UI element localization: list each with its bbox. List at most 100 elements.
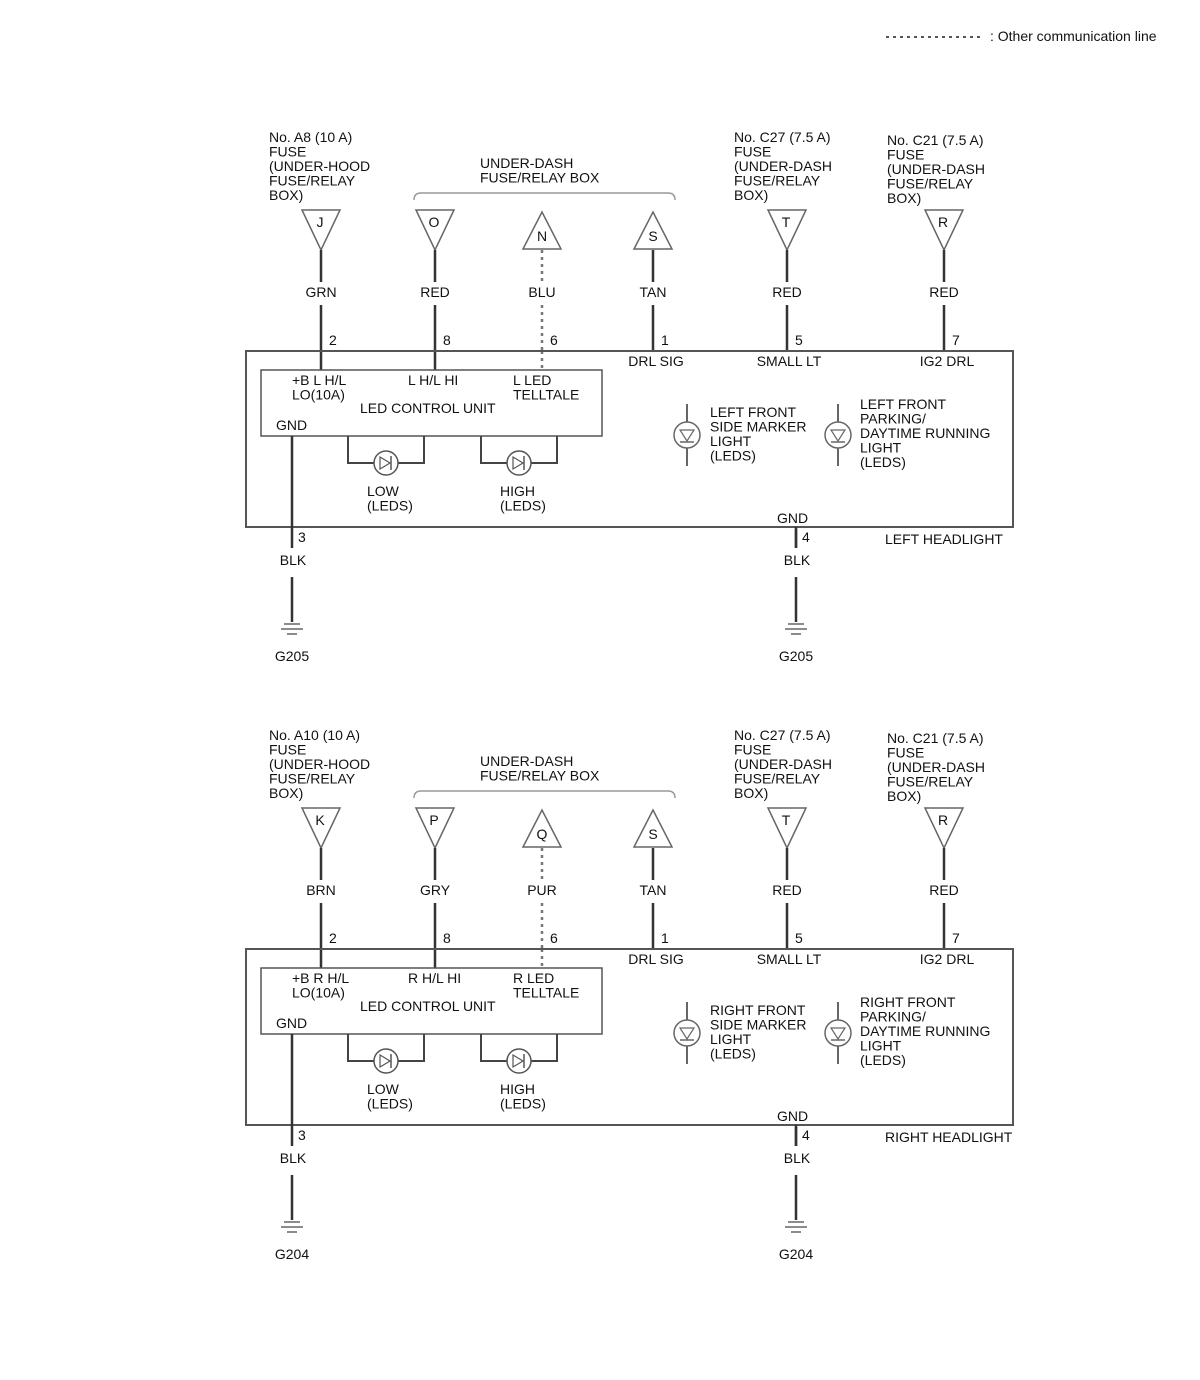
pin-number: 7 (952, 930, 960, 946)
pin-number: 2 (329, 930, 337, 946)
terminal-label-small-lt: SMALL LT (757, 951, 822, 967)
control-unit-pin-b-line: +B L H/L (292, 372, 347, 388)
parking-label-line: RIGHT FRONT (860, 994, 956, 1010)
fuse-c27-label-line: FUSE (734, 144, 771, 160)
fuse-c27-label-line: (UNDER-DASH (734, 158, 832, 174)
high-led-symbol (506, 450, 532, 476)
pin-number: 6 (550, 332, 558, 348)
connector-triangle-down (766, 209, 808, 252)
fuse-c27-label-line: (UNDER-DASH (734, 756, 832, 772)
fuse-c21-label-line: FUSE/RELAY (887, 774, 974, 790)
connector-triangle-up (632, 808, 674, 848)
side-marker-label-line: LEFT FRONT (710, 404, 797, 420)
fuse-c21-label-line: (UNDER-DASH (887, 161, 985, 177)
connector-letter: N (537, 228, 547, 244)
under-dash-label-line: FUSE/RELAY BOX (480, 170, 600, 186)
connector-letter: T (782, 214, 791, 230)
legend: : Other communication line (886, 28, 1157, 44)
fuse-left-label-line: No. A10 (10 A) (269, 727, 360, 743)
wire-color-label: TAN (640, 284, 667, 300)
wire-color-label: RED (420, 284, 450, 300)
connector-triangle-down (923, 807, 965, 850)
control-unit-telltale-line: L LED (513, 372, 551, 388)
terminal-label-ig2-drl: IG2 DRL (920, 353, 975, 369)
ground-wire-color: BLK (280, 1150, 307, 1166)
wire-color-label: RED (772, 284, 802, 300)
under-dash-brace (413, 790, 676, 799)
control-unit-telltale-line: R LED (513, 970, 554, 986)
ground-wire-color: BLK (784, 552, 811, 568)
ground-wire-color: BLK (784, 1150, 811, 1166)
fuse-c21-label-line: FUSE/RELAY (887, 176, 974, 192)
low-led-symbol (373, 450, 399, 476)
fuse-c21-label-line: No. C21 (7.5 A) (887, 730, 984, 746)
pin-number: 8 (443, 332, 451, 348)
connector-letter: O (429, 214, 440, 230)
side-marker-lamp-circle (673, 421, 701, 449)
control-unit-pin-b-line: LO(10A) (292, 387, 345, 403)
side-marker-label-line: SIDE MARKER (710, 419, 806, 435)
pin-number: 6 (550, 930, 558, 946)
parking-lamp-circle (824, 1019, 852, 1047)
ground-id-label: G205 (275, 648, 309, 664)
side-marker-lamp (673, 404, 701, 466)
pin-number: 2 (329, 332, 337, 348)
right-circuit: No. A10 (10 A)FUSE(UNDER-HOODFUSE/RELAYB… (245, 727, 1014, 1262)
side-marker-label-line: LIGHT (710, 433, 752, 449)
fuse-c21-label-line: FUSE (887, 745, 924, 761)
terminal-label-small-lt: SMALL LT (757, 353, 822, 369)
low-led-diode (379, 455, 392, 471)
fuse-left-label-line: (UNDER-HOOD (269, 158, 370, 174)
fuse-left-label-line: (UNDER-HOOD (269, 756, 370, 772)
parking-label-line: LIGHT (860, 1038, 902, 1054)
low-leds-label-line: LOW (367, 483, 400, 499)
connector-triangle-down (300, 209, 342, 252)
fuse-c27-label-line: BOX) (734, 187, 768, 203)
wire-color-label: RED (929, 284, 959, 300)
connector-letter: P (429, 812, 438, 828)
fuse-left-label-line: FUSE (269, 742, 306, 758)
led-control-unit-box (260, 967, 603, 1035)
high-led-loop (480, 436, 558, 476)
under-dash-label-line: UNDER-DASH (480, 753, 573, 769)
connector-triangle-down (766, 807, 808, 850)
connector-letter: S (648, 228, 657, 244)
headlight-label: RIGHT HEADLIGHT (885, 1129, 1013, 1145)
side-marker-label-line: (LEDS) (710, 448, 756, 464)
high-leds-label-line: (LEDS) (500, 498, 546, 514)
fuse-c27-label-line: No. C27 (7.5 A) (734, 129, 831, 145)
connector-triangle-up (521, 210, 563, 250)
wire-color-label: RED (929, 882, 959, 898)
high-leds-label-line: HIGH (500, 1081, 535, 1097)
pin-number: 5 (795, 930, 803, 946)
circuits: No. A8 (10 A)FUSE(UNDER-HOODFUSE/RELAYBO… (245, 129, 1014, 1262)
side-marker-label-line: RIGHT FRONT (710, 1002, 806, 1018)
low-leds-label-line: (LEDS) (367, 498, 413, 514)
control-unit-telltale-line: TELLTALE (513, 985, 579, 1001)
under-dash-label-line: FUSE/RELAY BOX (480, 768, 600, 784)
fuse-left-label-line: BOX) (269, 187, 303, 203)
control-unit-name: LED CONTROL UNIT (360, 400, 496, 416)
parking-label-line: (LEDS) (860, 454, 906, 470)
fuse-left-label-line: No. A8 (10 A) (269, 129, 352, 145)
parking-label-line: LEFT FRONT (860, 396, 947, 412)
parking-lamp-diode (829, 429, 847, 443)
high-led-loop (480, 1034, 558, 1074)
fuse-left-label-line: FUSE/RELAY (269, 771, 356, 787)
pin-number: 1 (661, 332, 669, 348)
fuse-left-label-line: FUSE/RELAY (269, 173, 356, 189)
connector-triangle-down (414, 807, 456, 850)
ground-pin-number: 3 (298, 529, 306, 545)
fuse-left-label-line: BOX) (269, 785, 303, 801)
